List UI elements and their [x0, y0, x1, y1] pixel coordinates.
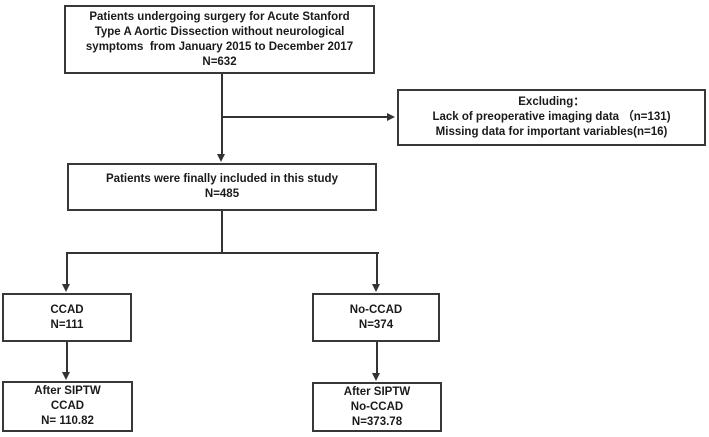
connector-branch-to-excluding [221, 116, 387, 118]
connector-split-to-no-ccad [376, 252, 378, 284]
box-after-siptw-ccad: After SIPTW CCAD N= 110.82 [2, 381, 133, 432]
box-after-siptw-no-ccad-line-1: After SIPTW [343, 385, 411, 398]
box-after-siptw-no-ccad-line-2: No-CCAD [350, 400, 404, 413]
box-enrollment: Patients undergoing surgery for Acute St… [64, 5, 375, 74]
box-ccad-label: CCAD [50, 303, 84, 316]
box-no-ccad-label: No-CCAD [349, 303, 403, 316]
box-excluding: Excluding： Lack of preoperative imaging … [397, 89, 706, 146]
connector-ccad-to-after-siptw [66, 342, 68, 373]
box-no-ccad: No-CCAD N=374 [312, 293, 440, 342]
box-enrollment-line-1: Patients undergoing surgery for Acute St… [89, 10, 350, 23]
box-enrollment-count: N=632 [202, 55, 237, 68]
box-after-siptw-no-ccad-count: N=373.78 [351, 415, 403, 428]
connector-split-horizontal [66, 252, 379, 254]
connector-enrollment-to-included [221, 74, 223, 155]
arrowhead-down-after-siptw-ccad-icon [62, 372, 70, 380]
box-included-count: N=485 [204, 188, 240, 200]
arrowhead-down-after-siptw-no-ccad-icon [372, 373, 380, 381]
arrowhead-down-no-ccad-icon [372, 284, 380, 292]
box-excluding-reason-1: Lack of preoperative imaging data （n=131… [432, 111, 671, 123]
box-included-line-1: Patients were finally included in this s… [106, 173, 338, 185]
box-ccad-count: N=111 [50, 318, 84, 331]
box-excluding-reason-2: Missing data for important variables(n=1… [435, 126, 668, 138]
arrowhead-right-excluding-icon [387, 112, 395, 121]
box-after-siptw-no-ccad: After SIPTW No-CCAD N=373.78 [312, 382, 442, 432]
box-excluding-title: Excluding： [518, 96, 585, 108]
box-ccad: CCAD N=111 [2, 293, 132, 342]
box-enrollment-line-2: Type A Aortic Dissection without neurolo… [94, 25, 345, 38]
box-after-siptw-ccad-line-2: CCAD [50, 400, 85, 412]
box-no-ccad-count: N=374 [358, 318, 394, 331]
connector-included-to-split [221, 211, 223, 254]
box-after-siptw-ccad-count: N= 110.82 [41, 415, 94, 427]
box-after-siptw-ccad-line-1: After SIPTW [34, 385, 101, 397]
arrowhead-down-ccad-icon [62, 284, 70, 292]
box-enrollment-line-3: symptoms from January 2015 to December 2… [85, 40, 354, 53]
connector-split-to-ccad [66, 252, 68, 284]
connector-no-ccad-to-after-siptw [376, 342, 378, 373]
arrowhead-down-included-icon [217, 154, 225, 162]
box-included: Patients were finally included in this s… [67, 163, 377, 211]
